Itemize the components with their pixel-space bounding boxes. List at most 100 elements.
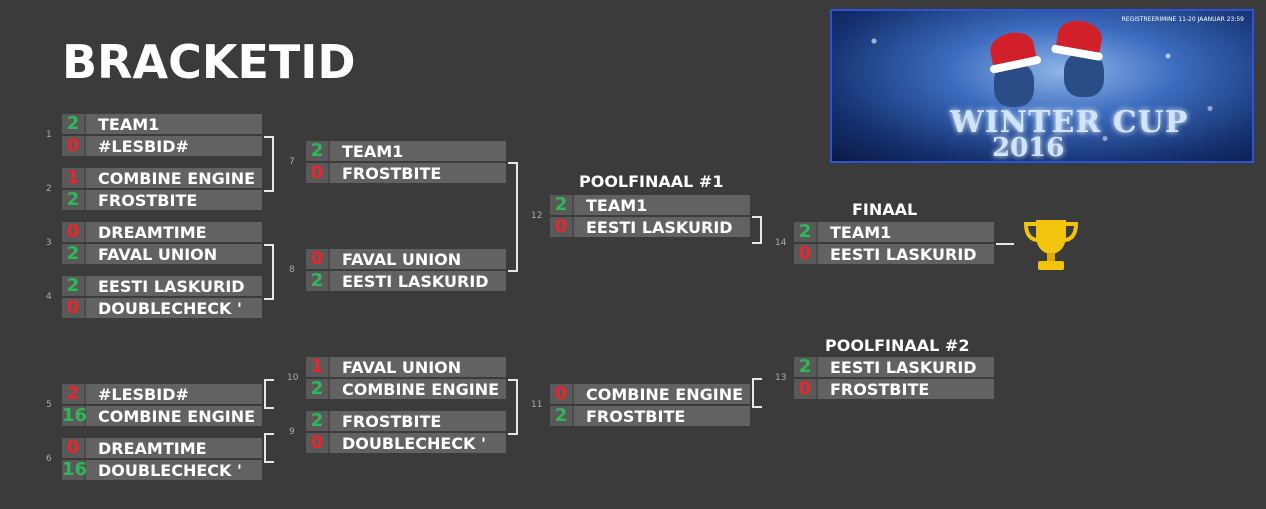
final-label: FINAAL — [852, 200, 918, 219]
team-name: FROSTBITE — [586, 406, 686, 426]
score: 2 — [794, 357, 818, 377]
match-number: 1 — [46, 130, 52, 140]
team-row[interactable]: 0#LESBID# — [62, 136, 262, 156]
match-13[interactable]: 2 EESTI LASKURID 0 FROSTBITE — [794, 357, 994, 401]
score: 0 — [306, 249, 330, 269]
team-name: EESTI LASKURID — [830, 244, 977, 264]
match-number: 5 — [46, 400, 52, 410]
match-number: 6 — [46, 454, 52, 464]
team-name: TEAM1 — [586, 195, 648, 215]
team-name: COMBINE ENGINE — [98, 406, 256, 426]
team-row[interactable]: 0 DREAMTIME — [62, 222, 262, 242]
team-row[interactable]: 0 COMBINE ENGINE — [550, 384, 750, 404]
team-row[interactable]: 2 FROSTBITE — [306, 411, 506, 431]
match-number: 2 — [46, 184, 52, 194]
score: 0 — [550, 217, 574, 237]
team-name: COMBINE ENGINE — [98, 168, 256, 188]
team-row[interactable]: 2#LESBID# — [62, 384, 262, 404]
team-name: EESTI LASKURID — [830, 357, 977, 377]
team-name: COMBINE ENGINE — [586, 384, 744, 404]
score: 2 — [306, 141, 330, 161]
score: 16 — [62, 405, 88, 426]
score: 0 — [550, 384, 574, 404]
team-row[interactable]: 0 DOUBLECHECK ' — [62, 298, 262, 318]
trophy-icon — [1023, 220, 1079, 270]
score: 2 — [550, 406, 574, 426]
score: 0 — [62, 136, 86, 156]
bracket-connector — [264, 379, 274, 409]
team-name: FROSTBITE — [342, 163, 442, 183]
team-row[interactable]: 16 COMBINE ENGINE — [62, 406, 262, 426]
score: 2 — [306, 379, 330, 399]
score: 2 — [62, 276, 86, 296]
team-name: DOUBLECHECK ' — [342, 433, 486, 453]
score: 0 — [62, 222, 86, 242]
score: 2 — [306, 411, 330, 431]
winter-cup-banner[interactable]: REGISTREERIMINE 11-20 JAANUAR 23:59 WINT… — [830, 9, 1254, 163]
bracket-connector — [508, 162, 518, 272]
match-5[interactable]: 2#LESBID#16 COMBINE ENGINE — [62, 384, 262, 428]
match-number: 12 — [531, 211, 543, 221]
team-name: EESTI LASKURID — [98, 276, 245, 296]
registration-text: REGISTREERIMINE 11-20 JAANUAR 23:59 — [1121, 16, 1244, 23]
team-name: FROSTBITE — [830, 379, 930, 399]
team-name: EESTI LASKURID — [342, 271, 489, 291]
team-row[interactable]: 16 DOUBLECHECK ' — [62, 460, 262, 480]
score: 0 — [62, 438, 86, 458]
score: 0 — [794, 244, 818, 264]
team-name: DREAMTIME — [98, 222, 207, 242]
cup-title: WINTER CUP — [950, 105, 1189, 140]
snow-decoration — [832, 11, 1252, 161]
team-row[interactable]: 2 TEAM1 — [306, 141, 506, 161]
team-name: FAVAL UNION — [342, 357, 462, 377]
team-row[interactable]: 2 EESTI LASKURID — [794, 357, 994, 377]
score: 16 — [62, 459, 88, 480]
team-name: FAVAL UNION — [342, 249, 462, 269]
team-row[interactable]: 0 FAVAL UNION — [306, 249, 506, 269]
team-row[interactable]: 2 EESTI LASKURID — [62, 276, 262, 296]
team-name: DOUBLECHECK ' — [98, 298, 242, 318]
team-row[interactable]: 0 EESTI LASKURID — [794, 244, 994, 264]
team-row[interactable]: 2 FROSTBITE — [550, 406, 750, 426]
match-number: 3 — [46, 238, 52, 248]
match-11[interactable]: 0 COMBINE ENGINE 2 FROSTBITE — [550, 384, 750, 428]
team-name: FROSTBITE — [342, 411, 442, 431]
score: 2 — [62, 114, 86, 134]
match-number: 14 — [775, 238, 787, 248]
team-name: TEAM1 — [830, 222, 892, 242]
team-row[interactable]: 0 FROSTBITE — [794, 379, 994, 399]
score: 0 — [794, 379, 818, 399]
score: 2 — [62, 244, 86, 264]
match-number: 9 — [289, 427, 295, 437]
match-4[interactable]: 2 EESTI LASKURID 0 DOUBLECHECK ' — [62, 276, 262, 320]
match-number: 13 — [775, 373, 787, 383]
score: 0 — [62, 298, 86, 318]
team-name: TEAM1 — [342, 141, 404, 161]
team-name: DOUBLECHECK ' — [98, 460, 242, 480]
match-number: 10 — [287, 373, 299, 383]
match-number: 4 — [46, 292, 52, 302]
